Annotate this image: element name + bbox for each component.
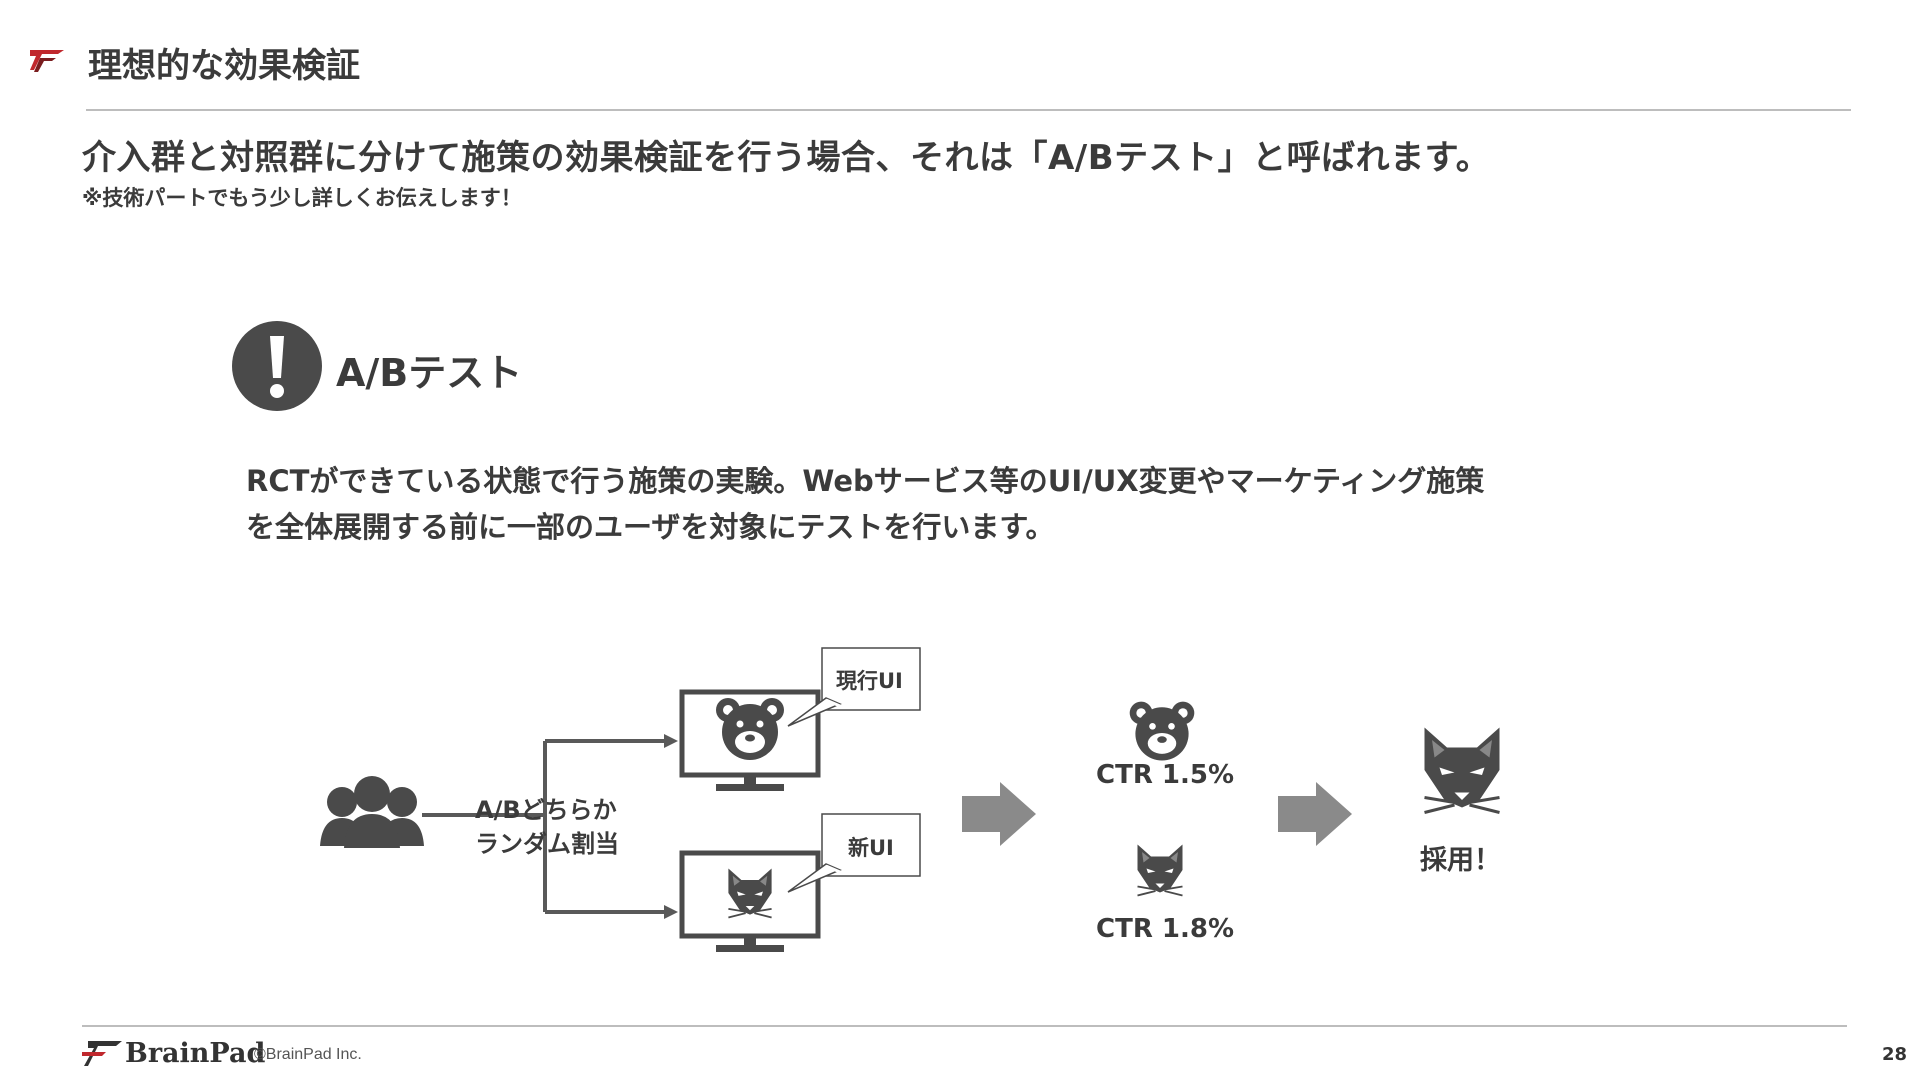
brand-mark-icon: [30, 50, 64, 72]
description-line-1: RCTができている状態で行う施策の実験。Webサービス等のUI/UX変更やマーケ…: [246, 464, 1485, 498]
description: RCTができている状態で行う施策の実験。Webサービス等のUI/UX変更やマーケ…: [246, 458, 1626, 550]
fox-icon: [1136, 843, 1184, 897]
page-title: 理想的な効果検証: [88, 46, 360, 86]
assign-line-2: ランダム割当: [475, 830, 619, 858]
footer-brand-name: BrainPad: [125, 1038, 266, 1069]
ctr-new-label: CTR 1.8%: [1096, 914, 1234, 944]
description-line-2: を全体展開する前に一部のユーザを対象にテストを行います。: [246, 510, 1055, 544]
exclamation-icon: [232, 321, 322, 411]
random-assign-label: A/Bどちらか ランダム割当: [475, 793, 619, 861]
bubble-current-label: 現行UI: [836, 669, 903, 693]
footer-divider: [82, 1025, 1847, 1027]
users-group-icon: [320, 776, 424, 848]
page-number: 28: [1882, 1044, 1908, 1065]
arrow-head-upper-icon: [664, 734, 678, 748]
ctr-current-label: CTR 1.5%: [1096, 760, 1234, 790]
sub-note: ※技術パートでもう少し詳しくお伝えします！: [82, 186, 522, 210]
result-label: 採用！: [1420, 845, 1501, 876]
section-title: A/Bテスト: [336, 351, 523, 395]
split-connector: [422, 739, 664, 914]
copyright: ©BrainPad Inc.: [254, 1046, 362, 1063]
bubble-new-label: 新UI: [848, 836, 894, 860]
arrow-right-icon: [1278, 782, 1352, 846]
headline: 介入群と対照群に分けて施策の効果検証を行う場合、それは「A/Bテスト」と呼ばれま…: [82, 138, 1491, 178]
assign-line-1: A/Bどちらか: [475, 796, 617, 824]
arrow-right-icon: [962, 782, 1036, 846]
footer-brand-mark-icon: [82, 1041, 122, 1066]
title-divider: [86, 109, 1851, 111]
arrow-head-lower-icon: [664, 905, 678, 919]
bubble-current: [787, 647, 921, 727]
fox-winner-icon: [1422, 725, 1502, 815]
bear-icon: [1129, 701, 1195, 761]
bubble-new: [787, 813, 921, 893]
